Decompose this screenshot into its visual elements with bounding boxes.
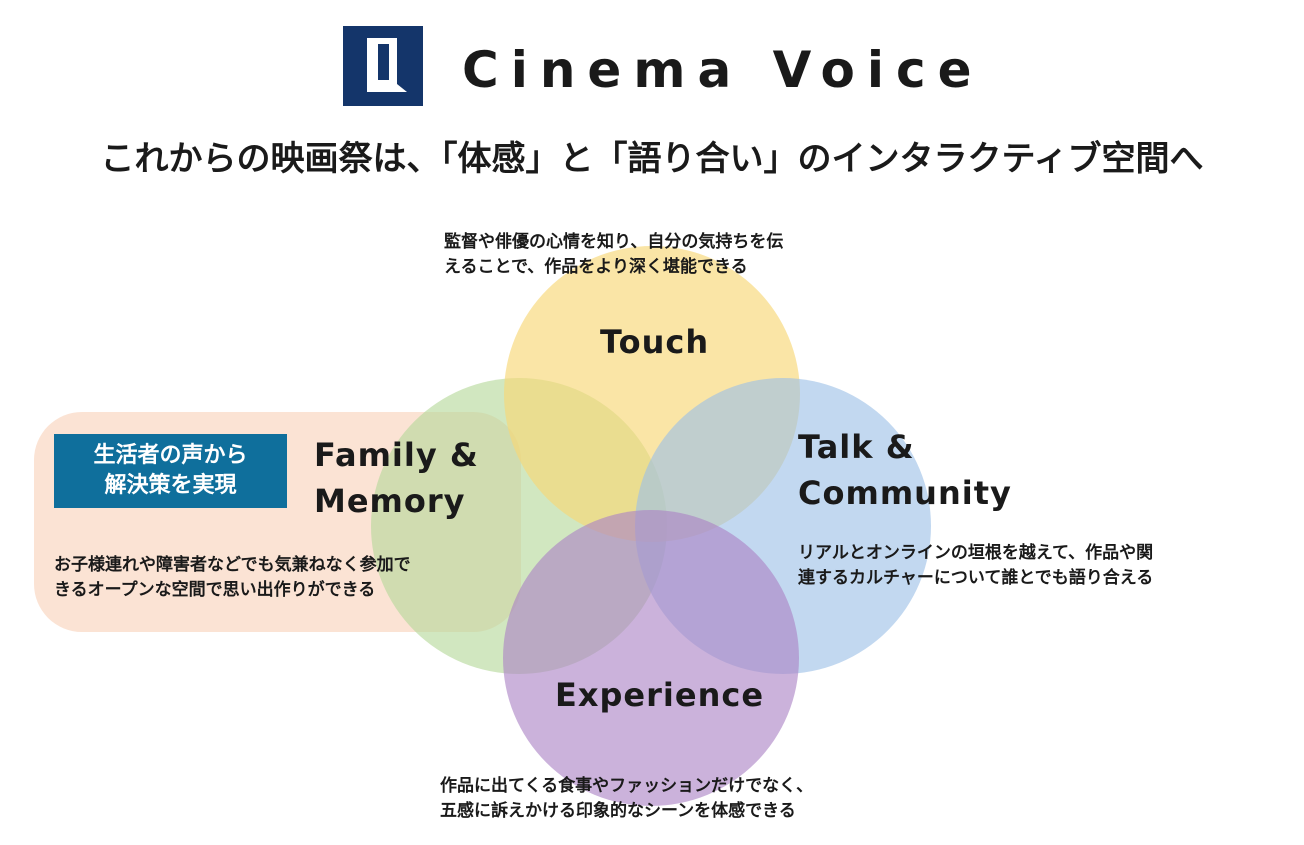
page-headline: これからの映画祭は、「体感」と「語り合い」のインタラクティブ空間へ [100,139,1204,179]
cinema-voice-logo [343,26,423,106]
family-description-line-2: きるオープンな空間で思い出作りができる [54,580,376,600]
badge-line-2: 解決策を実現 [104,473,237,498]
family-description-line-1: お子様連れや障害者などでも気兼ねなく参加で [54,555,411,575]
experience-description-line-1: 作品に出てくる食事やファッションだけでなく、 [440,776,814,796]
circle-experience [503,510,799,806]
brand-name: Cinema Voice [462,41,984,99]
talk-description-line-2: 連するカルチャーについて誰とでも語り合える [798,568,1154,588]
touch-description-line-2: えることで、作品をより深く堪能できる [444,257,748,277]
experience-description-line-2: 五感に訴えかける印象的なシーンを体感できる [440,801,796,821]
talk-label-line-1: Talk & [798,428,915,466]
experience-label: Experience [555,676,765,714]
talk-description-line-1: リアルとオンラインの垣根を越えて、作品や関 [798,543,1154,563]
talk-label-line-2: Community [798,474,1012,512]
touch-label: Touch [600,323,710,361]
badge-line-1: 生活者の声から [93,443,248,468]
family-label-line-2: Memory [314,482,466,520]
touch-description-line-1: 監督や俳優の心情を知り、自分の気持ちを伝 [444,232,784,252]
solution-badge: 生活者の声から 解決策を実現 [54,434,287,508]
family-label-line-1: Family & [314,436,479,474]
